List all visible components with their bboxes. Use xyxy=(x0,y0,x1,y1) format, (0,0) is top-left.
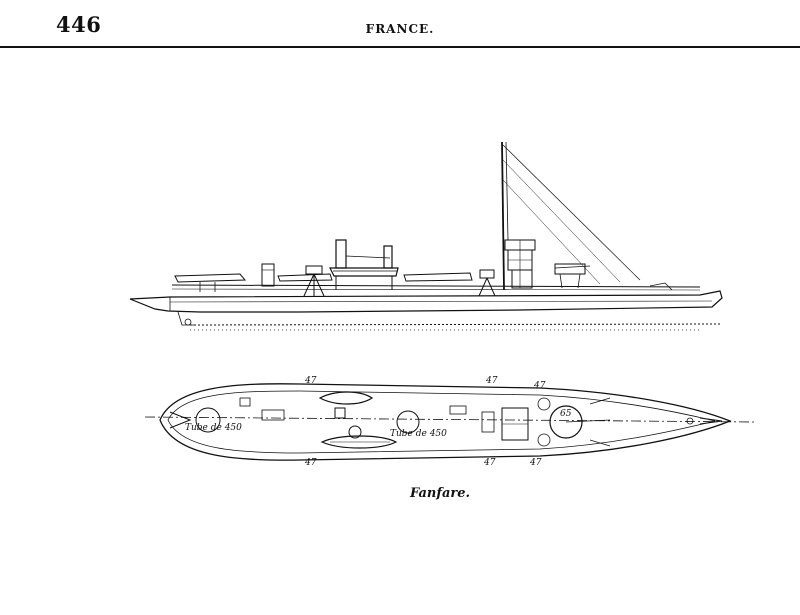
funnel-aft xyxy=(335,239,347,269)
label-tube-aft: Tube de 450 xyxy=(185,423,242,433)
funnel-fwd xyxy=(383,245,393,269)
gun-65-mount xyxy=(549,405,583,439)
header-rule xyxy=(0,46,800,48)
mast xyxy=(501,141,505,291)
label-47-top-a: 47 xyxy=(304,376,317,386)
running-head: FRANCE. xyxy=(365,22,435,36)
label-47-top-b: 47 xyxy=(485,376,498,386)
gun-mount-aft xyxy=(303,265,325,297)
forestay xyxy=(502,144,641,281)
side-elevation-drawing xyxy=(129,141,723,331)
label-47-bottom-a: 47 xyxy=(304,458,317,468)
bridge-structure xyxy=(504,239,536,289)
hull-outline xyxy=(129,290,723,313)
ships-boat xyxy=(329,267,399,290)
page-number: 446 xyxy=(56,12,102,37)
label-47-top-c: 47 xyxy=(533,381,546,391)
plan-hull-outline xyxy=(159,383,732,461)
deck-plan-drawing: 47 47 47 47 47 47 65 Tube de 450 Tube de… xyxy=(144,376,756,468)
center-line xyxy=(144,416,756,423)
label-tube-mid: Tube de 450 xyxy=(390,429,447,439)
label-47-bottom-b: 47 xyxy=(483,458,496,468)
figure-caption: Fanfare. xyxy=(409,486,471,501)
gun-mount-fwd xyxy=(478,269,496,297)
plan-boats xyxy=(318,391,398,449)
label-65: 65 xyxy=(560,409,572,419)
gun-mount-bow xyxy=(554,263,591,289)
waterline xyxy=(189,323,721,326)
label-47-bottom-c: 47 xyxy=(529,458,542,468)
